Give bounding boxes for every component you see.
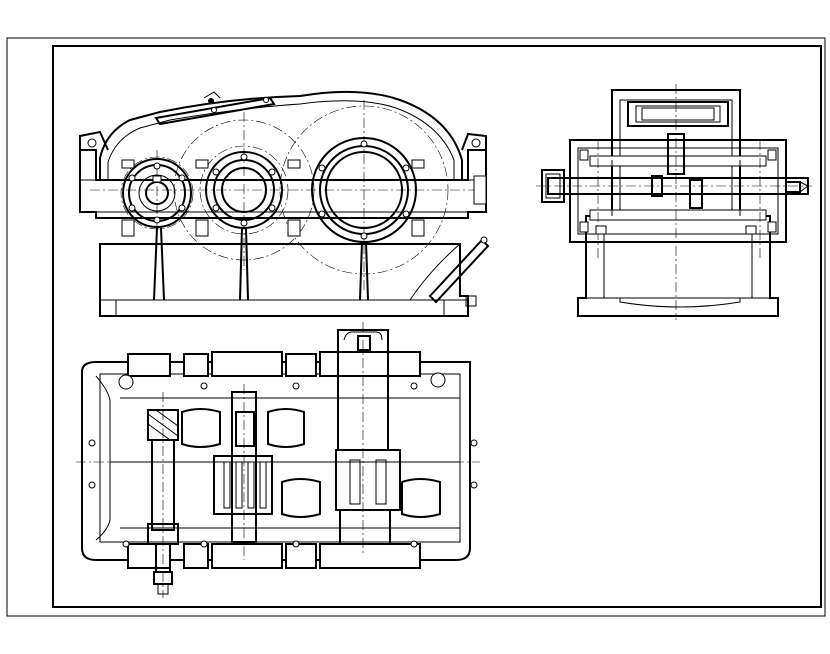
front-view	[79, 90, 490, 317]
sheet-outer-border	[6, 37, 826, 617]
side-view	[536, 84, 812, 320]
top-section-view	[76, 322, 480, 598]
sheet-inner-frame	[52, 45, 822, 608]
